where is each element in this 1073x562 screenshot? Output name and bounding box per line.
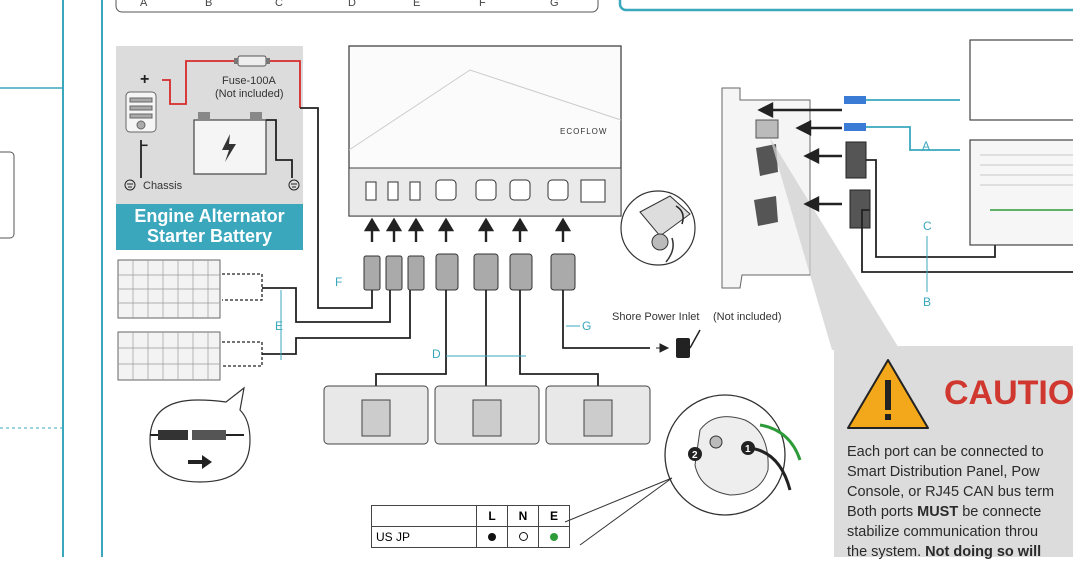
- top-legend-box: [115, 0, 599, 13]
- battery-ground-cable: [266, 119, 293, 178]
- legend-letter-b: B: [205, 0, 212, 9]
- device-brand: ECOFLOW: [560, 127, 607, 136]
- rj45-connectors: [844, 96, 871, 229]
- caution-line-1: Each port can be connected to: [847, 444, 1044, 460]
- legend-letter-a: A: [140, 0, 148, 9]
- cable-label-f: F: [335, 275, 342, 289]
- table-region: US JP: [371, 526, 477, 548]
- caution-line-6-bold: Not doing so will: [925, 544, 1042, 560]
- bulkhead-wall: [721, 87, 811, 289]
- caution-line-4-prefix: Both ports: [847, 504, 918, 520]
- ground-zoom-leader: [564, 477, 673, 546]
- legend-letter-g: G: [550, 0, 559, 9]
- console-display: [969, 39, 1073, 121]
- top-legend-letters: A B C D E F G: [140, 0, 559, 9]
- fuse-label: Fuse-100A: [222, 75, 276, 87]
- cable-label-e: E: [275, 319, 283, 333]
- engine-alternator-box: Engine Alternator Starter Battery: [116, 204, 303, 250]
- right-cables: [861, 99, 1073, 273]
- chassis-label: Chassis: [143, 180, 183, 192]
- caution-leader-cone: [770, 138, 900, 350]
- legend-letter-d: D: [348, 0, 356, 9]
- chassis-ground-icon: [124, 179, 300, 191]
- right-arrows: [757, 102, 842, 212]
- caution-line-4: Both ports MUST be connecte: [847, 502, 1073, 522]
- caution-line-5: stabilize communication throu: [847, 524, 1039, 540]
- table-header-l: L: [476, 505, 508, 527]
- cable-label-c: C: [923, 219, 932, 233]
- legend-letter-e: E: [413, 0, 420, 9]
- step-badge-1: 1: [741, 441, 755, 455]
- device-ports: [365, 179, 606, 203]
- step-2-label: 2: [692, 450, 698, 461]
- table-header-n: N: [507, 505, 539, 527]
- cable-f: [300, 107, 373, 309]
- alternator-icon: [125, 91, 157, 133]
- distribution-panel: [969, 139, 1073, 246]
- alternator-plus: +: [140, 71, 149, 88]
- warning-triangle-icon: [847, 359, 929, 429]
- top-right-box: [618, 0, 1073, 12]
- cable-e-top: [262, 287, 391, 323]
- engine-title-1: Engine Alternator: [134, 206, 285, 226]
- solar-connectors: [222, 273, 263, 367]
- cable-label-a: A: [922, 139, 930, 153]
- cable-label-g: G: [582, 319, 591, 333]
- filled-dot-icon: [488, 533, 496, 541]
- connector-zoom-bubble: [149, 386, 251, 483]
- table-cell-n: [507, 526, 539, 548]
- wiring-table: L N E US JP: [371, 505, 570, 548]
- engine-title-2: Starter Battery: [146, 226, 273, 246]
- solar-panel-top: [117, 259, 221, 319]
- fuse-icon: [234, 55, 270, 67]
- plug-connectors: [363, 253, 576, 291]
- caution-panel: [834, 346, 1073, 557]
- cable-g: [562, 290, 650, 349]
- cable-e-bottom: [262, 290, 411, 355]
- ground-zoom-bubble: [664, 394, 802, 516]
- table-header-blank: [371, 505, 477, 527]
- caution-line-6: the system. Not doing so will: [847, 542, 1073, 562]
- table-cell-e: [538, 526, 570, 548]
- cable-label-d: D: [432, 347, 441, 361]
- alternator-minus: −: [140, 137, 148, 153]
- shore-power-note: (Not included): [713, 311, 781, 323]
- table-cell-l: [476, 526, 508, 548]
- open-dot-icon: [518, 532, 528, 541]
- step-badge-2: 2: [688, 447, 702, 461]
- shore-power-inlet-icon: [656, 329, 701, 358]
- table-row: US JP: [371, 526, 570, 548]
- shore-power-label: Shore Power Inlet: [612, 311, 699, 323]
- legend-letter-f: F: [479, 0, 486, 9]
- fuse-note: (Not included): [215, 88, 283, 100]
- caution-line-6-prefix: the system.: [847, 544, 926, 560]
- caution-title: CAUTIO: [944, 374, 1073, 412]
- step-1-label: 1: [745, 444, 751, 455]
- caution-line-2: Smart Distribution Panel, Pow: [847, 464, 1040, 480]
- battery-icon: [193, 112, 267, 175]
- caution-line-4-bold: MUST: [917, 504, 959, 520]
- caution-line-4-suffix: be connecte: [958, 504, 1042, 520]
- caution-line-3: Console, or RJ45 CAN bus term: [847, 484, 1055, 500]
- table-header-row: L N E: [371, 505, 570, 527]
- green-dot-icon: [550, 533, 558, 541]
- fuse-red-cable: [162, 60, 234, 105]
- cable-label-b: B: [923, 295, 931, 309]
- table-header-e: E: [538, 505, 570, 527]
- port-zoom-bubble: [620, 190, 696, 266]
- battery-units: [323, 385, 651, 445]
- left-panel-box: [0, 151, 15, 239]
- fuse-red-cable-out: [270, 60, 301, 108]
- legend-letter-c: C: [275, 0, 283, 9]
- solar-panel-bottom: [117, 331, 221, 381]
- caution-body: Each port can be connected to Smart Dist…: [847, 442, 1073, 562]
- up-arrows: [363, 217, 572, 242]
